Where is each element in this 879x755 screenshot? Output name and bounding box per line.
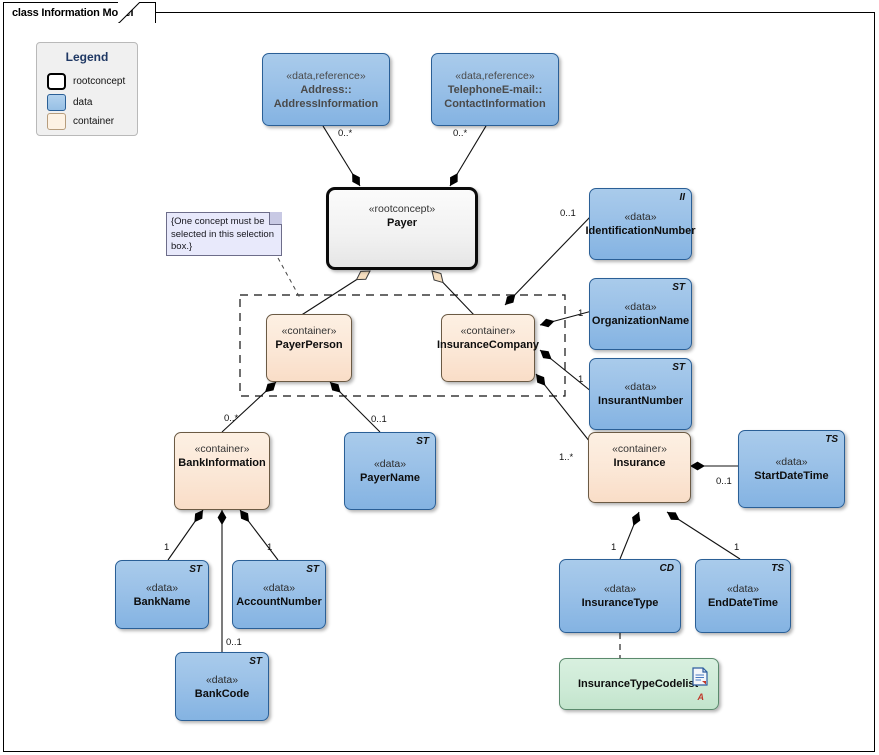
class-startdatetime[interactable]: TS «data» StartDateTime: [738, 430, 845, 508]
class-name-line1: Address::: [300, 83, 352, 96]
legend-label-container: container: [73, 116, 115, 127]
class-name-line1: TelephoneE-mail::: [447, 83, 543, 96]
multiplicity-ins-insurancetype: 1: [611, 542, 617, 553]
stereotype-label: «data»: [775, 456, 808, 468]
class-bankname[interactable]: ST «data» BankName: [115, 560, 209, 629]
class-bankinformation[interactable]: «container» BankInformation: [174, 432, 270, 510]
class-organizationname[interactable]: ST «data» OrganizationName: [589, 278, 692, 350]
diagram-tab-label: class Information Model: [12, 7, 134, 19]
class-insurancecompany[interactable]: «container» InsuranceCompany: [437, 314, 539, 382]
class-name-line2: ContactInformation: [444, 97, 546, 110]
datatype-label: ST: [306, 564, 319, 575]
class-name: EndDateTime: [707, 597, 779, 609]
class-insurantnumber[interactable]: ST «data» InsurantNumber: [589, 358, 692, 430]
diagram-tab[interactable]: class Information Model: [3, 2, 157, 23]
datatype-label: II: [679, 192, 685, 203]
class-name: IdentificationNumber: [585, 225, 696, 237]
constraint-note: {One concept must be selected in this se…: [166, 212, 282, 256]
class-name: InsuranceTypeCodelist: [578, 678, 699, 690]
class-name: PayerName: [360, 472, 420, 484]
stereotype-label: «container»: [281, 325, 337, 337]
stereotype-label: «data,reference»: [455, 69, 535, 82]
stereotype-label: «data»: [603, 583, 637, 595]
multiplicity-ic-insurantnumber: 1: [578, 374, 584, 385]
class-insurance[interactable]: «container» Insurance: [588, 432, 691, 503]
diagram-tab-corner-icon: [118, 2, 140, 23]
legend-item-data: data: [47, 94, 92, 111]
stereotype-label: «data»: [726, 583, 760, 595]
datatype-label: TS: [825, 434, 838, 445]
datatype-label: ST: [672, 282, 685, 293]
multiplicity-bi-bankname: 1: [164, 542, 170, 553]
multiplicity-insurance-start: 0..1: [716, 476, 732, 487]
class-identificationnumber[interactable]: II «data» IdentificationNumber: [586, 188, 696, 260]
class-insurancetypecodelist[interactable]: InsuranceTypeCodelist A: [559, 658, 719, 710]
multiplicity-bi-accountnumber: 1: [267, 542, 273, 553]
stereotype-label: «data»: [624, 381, 657, 393]
multiplicity-payer-identnumber: 0..1: [560, 208, 576, 219]
rootconcept-swatch-icon: [47, 73, 66, 90]
legend-label-rootconcept: rootconcept: [73, 76, 126, 87]
datatype-label: ST: [416, 436, 429, 447]
annotation-a-icon: A: [697, 692, 705, 702]
multiplicity-pp-payername: 0..1: [371, 414, 387, 425]
class-name: BankName: [133, 595, 191, 608]
class-name: Payer: [387, 217, 417, 229]
legend-panel: Legend rootconcept data container: [36, 42, 138, 136]
stereotype-label: «container»: [194, 443, 250, 455]
class-name: BankInformation: [178, 457, 266, 469]
stereotype-label: «rootconcept»: [368, 203, 436, 215]
stereotype-label: «container»: [612, 443, 667, 455]
document-icon: [692, 667, 708, 686]
class-address-information[interactable]: «data,reference» Address:: AddressInform…: [262, 53, 390, 126]
class-name: AccountNumber: [236, 595, 322, 608]
datatype-label: ST: [249, 656, 262, 667]
datatype-label: ST: [672, 362, 685, 373]
class-name: InsuranceCompany: [436, 339, 540, 351]
legend-title: Legend: [65, 50, 109, 64]
stereotype-label: «data»: [624, 301, 657, 313]
class-contact-information[interactable]: «data,reference» TelephoneE-mail:: Conta…: [431, 53, 559, 126]
datatype-label: ST: [189, 564, 202, 575]
class-name: InsuranceType: [581, 597, 659, 609]
legend-label-data: data: [73, 97, 93, 108]
class-insurancetype[interactable]: CD «data» InsuranceType: [559, 559, 681, 633]
class-name: InsurantNumber: [598, 395, 683, 407]
class-name: PayerPerson: [275, 339, 343, 351]
note-fold-corner-icon: [269, 212, 282, 225]
multiplicity-address-payer: 0..*: [338, 128, 353, 139]
class-name: Insurance: [613, 457, 666, 469]
stereotype-label: «data»: [145, 581, 179, 594]
multiplicity-ins-enddatetime: 1: [734, 542, 740, 553]
stereotype-label: «data,reference»: [286, 69, 366, 82]
multiplicity-ic-orgname: 1: [578, 308, 584, 319]
class-enddatetime[interactable]: TS «data» EndDateTime: [695, 559, 791, 633]
class-payerperson[interactable]: «container» PayerPerson: [266, 314, 352, 382]
datatype-label: CD: [659, 563, 674, 574]
container-swatch-icon: [47, 113, 66, 130]
class-name-line2: AddressInformation: [273, 97, 379, 110]
legend-item-rootconcept: rootconcept: [47, 73, 125, 90]
note-text: {One concept must be selected in this se…: [171, 216, 274, 253]
stereotype-label: «data»: [624, 211, 657, 223]
class-payername[interactable]: ST «data» PayerName: [344, 432, 436, 510]
class-accountnumber[interactable]: ST «data» AccountNumber: [232, 560, 326, 629]
data-swatch-icon: [47, 94, 66, 111]
class-payer[interactable]: «rootconcept» Payer: [326, 187, 478, 270]
multiplicity-contact-payer: 0..*: [453, 128, 468, 139]
legend-item-container: container: [47, 113, 114, 130]
multiplicity-ic-insurance: 1..*: [559, 452, 574, 463]
stereotype-label: «container»: [460, 325, 516, 337]
stereotype-label: «data»: [262, 581, 296, 594]
stereotype-label: «data»: [373, 458, 407, 470]
class-name: OrganizationName: [591, 315, 690, 327]
class-name: BankCode: [194, 687, 250, 700]
multiplicity-pp-bankinfo: 0..*: [224, 413, 239, 424]
datatype-label: TS: [771, 563, 784, 574]
multiplicity-bi-bankcode: 0..1: [226, 637, 242, 648]
class-bankcode[interactable]: ST «data» BankCode: [175, 652, 269, 721]
stereotype-label: «data»: [205, 673, 239, 686]
note-body: [166, 212, 282, 256]
class-name: StartDateTime: [754, 470, 829, 482]
